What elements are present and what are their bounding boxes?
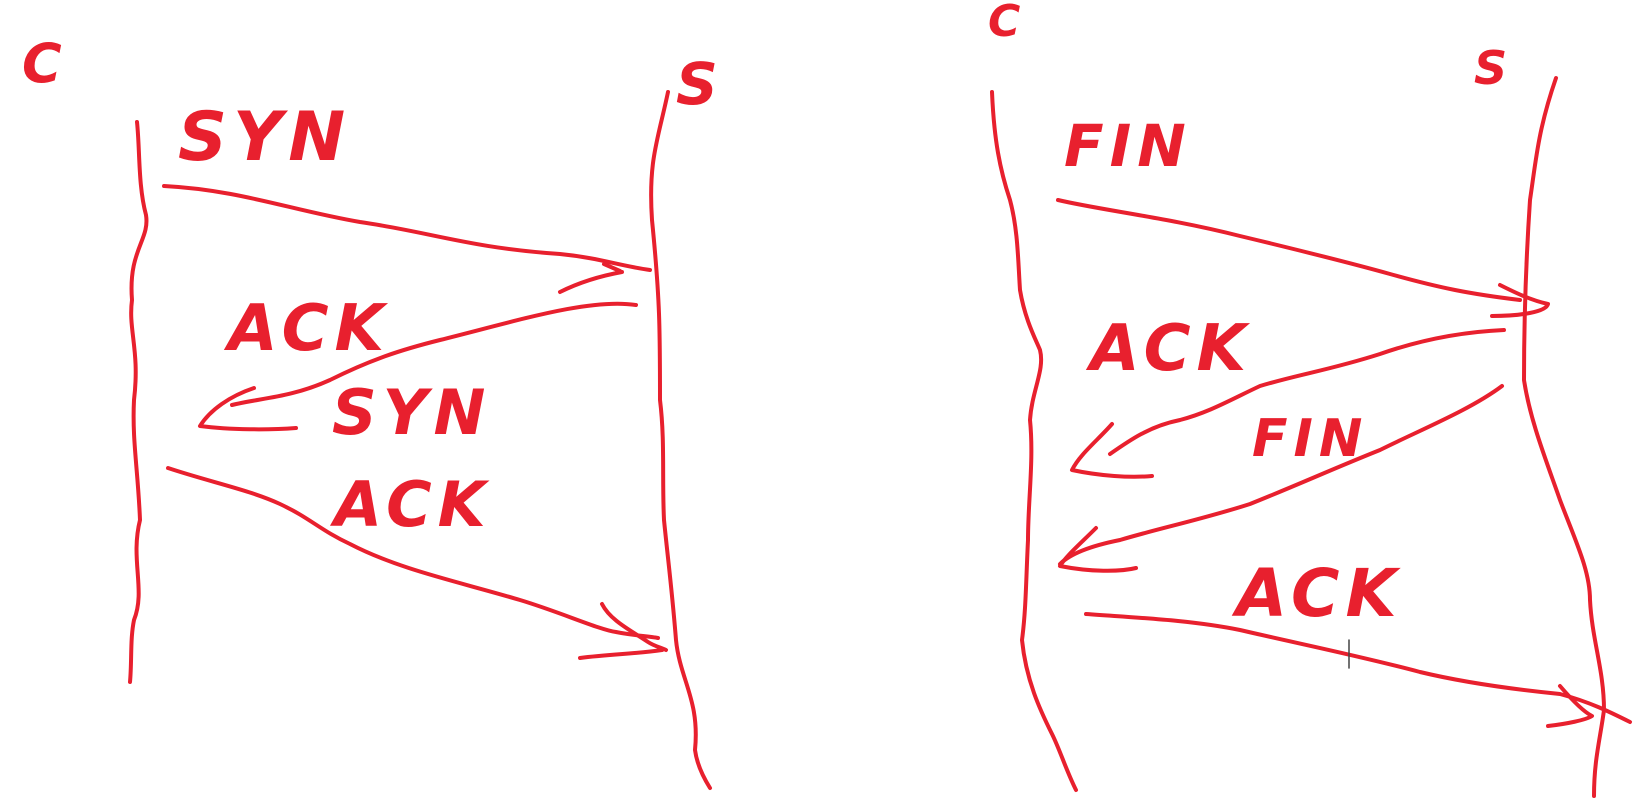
teardown-label-3: FIN (1252, 409, 1368, 469)
teardown-arrow-3 (1058, 384, 1504, 566)
handshake-client-label: C (22, 32, 68, 95)
teardown-client-lifeline (990, 90, 1078, 792)
handshake-arrow-1 (162, 184, 652, 272)
handshake-arrowhead-2 (198, 386, 298, 432)
handshake-label-2: ACK (223, 292, 390, 366)
handshake-label-4: ACK (329, 468, 492, 541)
teardown-server-label: S (1474, 41, 1513, 95)
handshake-label-1: SYN (178, 98, 351, 177)
handshake-diagram: C S SYN ACK SYN ACK (22, 32, 724, 790)
teardown-label-1: FIN (1064, 112, 1192, 180)
teardown-arrow-2 (1108, 328, 1506, 456)
teardown-server-lifeline (1522, 76, 1606, 798)
handshake-server-lifeline (649, 90, 712, 790)
handshake-arrowhead-3 (578, 602, 668, 660)
teardown-arrow-1 (1056, 198, 1522, 302)
handshake-arrow-3 (166, 466, 660, 640)
teardown-label-2: ACK (1085, 312, 1252, 386)
handshake-arrow-2 (230, 301, 638, 407)
handshake-client-lifeline (128, 120, 149, 684)
handshake-arrowhead-1 (558, 262, 624, 294)
teardown-arrowhead-3 (1058, 526, 1138, 573)
teardown-arrowhead-2 (1070, 422, 1154, 479)
teardown-diagram: C S FIN ACK FIN ACK (988, 0, 1632, 798)
teardown-arrowhead-1 (1490, 283, 1550, 318)
handshake-server-label: S (676, 50, 724, 118)
handshake-label-3: SYN (332, 376, 491, 449)
teardown-label-4: ACK (1231, 555, 1403, 632)
teardown-client-label: C (988, 0, 1026, 47)
teardown-arrowhead-4 (1546, 684, 1594, 728)
